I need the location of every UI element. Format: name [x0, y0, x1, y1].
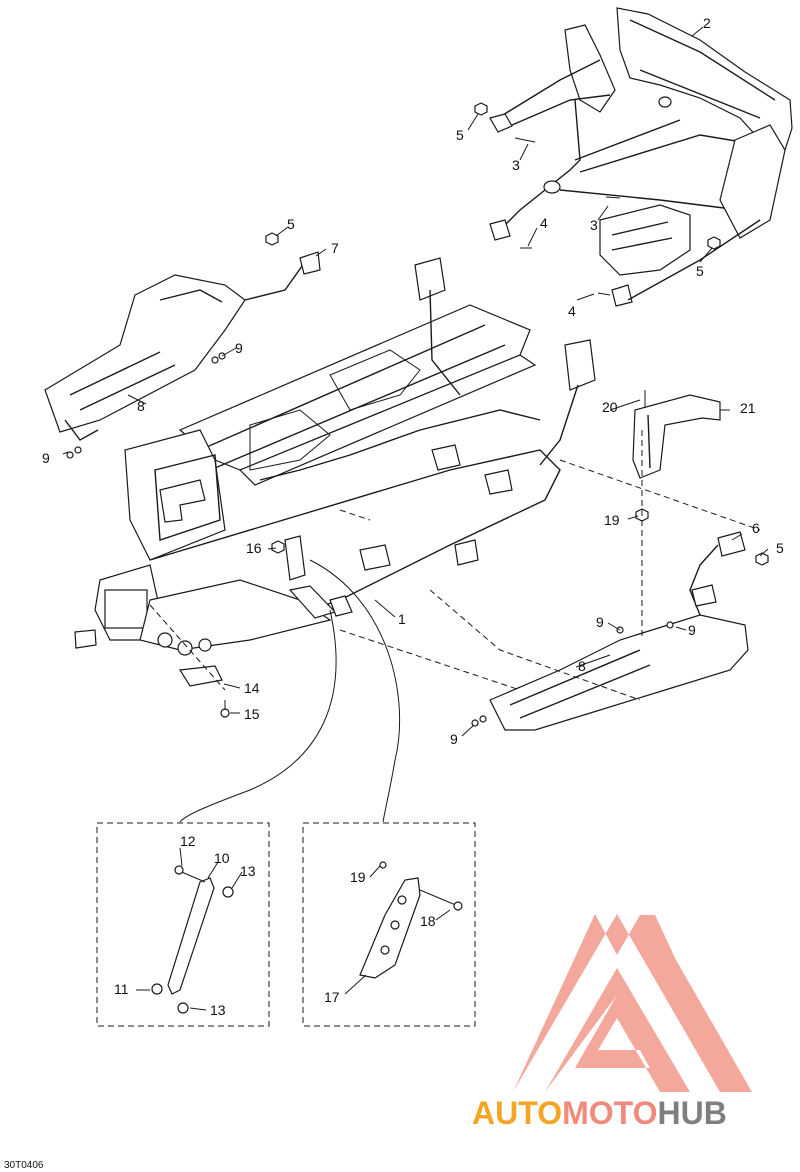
callout-5: 5 — [776, 540, 784, 556]
callout-14: 14 — [244, 680, 260, 696]
callout-13: 13 — [210, 1002, 226, 1018]
detail-box-bracket — [302, 822, 476, 1027]
callout-9: 9 — [42, 450, 50, 466]
callout-19: 19 — [604, 512, 620, 528]
bracket-21 — [632, 394, 721, 479]
brand-auto: AUTO — [472, 1095, 562, 1131]
callout-labels: 2 5 3 3 4 5 4 5 7 9 8 9 20 21 19 6 5 16 … — [42, 15, 784, 1018]
svg-text:AUTOMOTOHUB: AUTOMOTOHUB — [472, 1095, 727, 1131]
callout-8: 8 — [578, 658, 586, 674]
callout-10: 10 — [214, 850, 230, 866]
callout-8: 8 — [137, 398, 145, 414]
callout-3: 3 — [590, 217, 598, 233]
callout-9: 9 — [596, 614, 604, 630]
left-footrest — [44, 251, 321, 441]
callout-16: 16 — [246, 540, 262, 556]
callout-7: 7 — [331, 240, 339, 256]
detail-box-tie-rod — [96, 822, 270, 1027]
callout-4: 4 — [540, 215, 548, 231]
callout-5: 5 — [696, 263, 704, 279]
brand-logo-mark — [513, 914, 752, 1092]
callout-15: 15 — [244, 706, 260, 722]
callout-1: 1 — [398, 611, 406, 627]
callout-19: 19 — [350, 869, 366, 885]
callout-9: 9 — [450, 731, 458, 747]
hardware — [66, 102, 769, 727]
callout-3: 3 — [512, 157, 520, 173]
callout-2: 2 — [703, 15, 711, 31]
main-frame — [74, 257, 596, 687]
callout-18: 18 — [420, 913, 436, 929]
callout-12: 12 — [180, 833, 196, 849]
drawing-code: 30T0406 — [4, 1160, 44, 1171]
callout-5: 5 — [287, 216, 295, 232]
callout-20: 20 — [602, 399, 618, 415]
callout-9: 9 — [688, 622, 696, 638]
rear-subframe — [489, 7, 793, 307]
leader-lines — [62, 26, 769, 823]
callout-11: 11 — [114, 981, 129, 997]
brand-watermark: AUTOMOTOHUB — [472, 914, 752, 1131]
callout-9: 9 — [235, 340, 243, 356]
brand-moto: MOTO — [562, 1095, 657, 1131]
callout-21: 21 — [740, 400, 756, 416]
callout-4: 4 — [568, 303, 576, 319]
right-footrest — [489, 531, 749, 731]
brand-hub: HUB — [657, 1095, 726, 1131]
callout-13: 13 — [240, 863, 256, 879]
callout-6: 6 — [752, 520, 760, 536]
callout-17: 17 — [324, 989, 340, 1005]
callout-5: 5 — [456, 127, 464, 143]
